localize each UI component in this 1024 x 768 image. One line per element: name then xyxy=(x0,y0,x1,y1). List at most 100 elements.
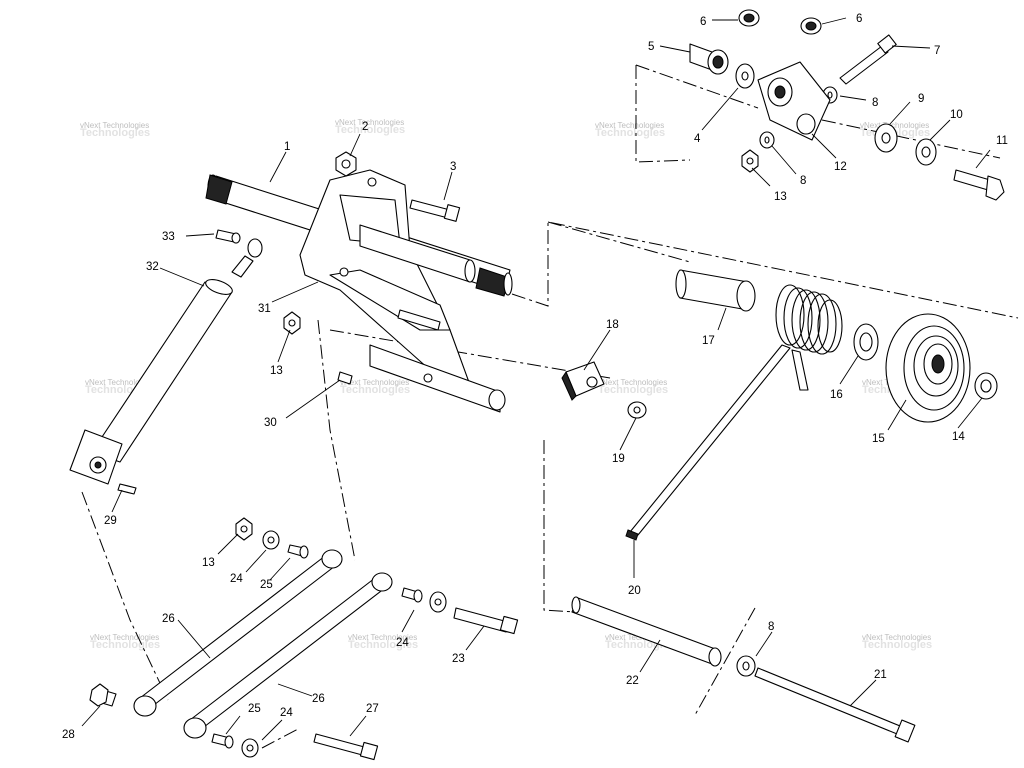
callout-14: 14 xyxy=(952,431,965,443)
part-pin-29 xyxy=(117,483,137,495)
part-link-26-upper xyxy=(133,549,343,717)
part-nut-2 xyxy=(335,151,357,177)
svg-text:Technologies: Technologies xyxy=(80,127,150,139)
svg-text:Technologies: Technologies xyxy=(862,639,932,651)
part-washer-9 xyxy=(874,123,898,153)
callout-18: 18 xyxy=(606,319,619,331)
part-grease-fitting-30 xyxy=(337,371,353,385)
part-washer-24-upper xyxy=(262,530,280,550)
callout-19: 19 xyxy=(612,453,625,465)
part-bushing-25-lower xyxy=(211,733,234,749)
leader-lines xyxy=(81,17,991,741)
guide-top-right xyxy=(821,119,1001,159)
svg-text:vNext Technologies: vNext Technologies xyxy=(348,633,417,642)
callout-13-left: 13 xyxy=(270,365,283,377)
part-bolt-3 xyxy=(409,199,461,222)
callout-24-lower: 24 xyxy=(280,707,293,719)
callout-31: 31 xyxy=(258,303,271,315)
svg-text:vNext Technologies: vNext Technologies xyxy=(80,121,149,130)
svg-text:vNext Technologies: vNext Technologies xyxy=(862,633,931,642)
svg-text:Technologies: Technologies xyxy=(335,124,405,136)
part-rod-21 xyxy=(754,667,916,743)
part-wheel-15 xyxy=(885,313,971,423)
svg-text:vNext Technologies: vNext Technologies xyxy=(85,378,154,387)
callout-1: 1 xyxy=(284,141,290,153)
svg-text:Technologies: Technologies xyxy=(90,639,160,651)
callout-32: 32 xyxy=(146,261,159,273)
callout-2: 2 xyxy=(362,121,368,133)
guide-top-right xyxy=(635,64,759,109)
svg-text:vNext Technologies: vNext Technologies xyxy=(340,378,409,387)
part-bushing-25-upper xyxy=(287,544,309,559)
part-bushing-14 xyxy=(974,372,998,400)
guide-spring xyxy=(547,221,691,263)
callout-6-right: 6 xyxy=(856,13,862,25)
callout-11: 11 xyxy=(996,135,1008,147)
callout-27: 27 xyxy=(366,703,379,715)
callout-24-mid: 24 xyxy=(396,637,409,649)
callout-9: 9 xyxy=(918,93,924,105)
part-washer-8-mid xyxy=(759,131,775,149)
svg-text:Technologies: Technologies xyxy=(595,127,665,139)
part-bolt-27 xyxy=(313,733,379,761)
callout-17: 17 xyxy=(702,335,715,347)
part-nut-13-lower xyxy=(235,517,253,541)
callout-25-upper: 25 xyxy=(260,579,273,591)
callout-6-left: 6 xyxy=(700,16,706,28)
guide-lower xyxy=(261,727,301,749)
part-washer-24-mid xyxy=(429,591,447,613)
part-bushing-6-left xyxy=(738,9,760,27)
callout-29: 29 xyxy=(104,515,117,527)
part-bushing-5 xyxy=(689,43,729,75)
part-bushing-25-mid xyxy=(401,587,423,603)
part-bolt-23 xyxy=(453,607,519,635)
callout-7: 7 xyxy=(934,45,940,57)
guide-lower xyxy=(81,491,169,701)
guide-lower xyxy=(329,329,611,379)
callout-33: 33 xyxy=(162,231,175,243)
part-link-26-lower xyxy=(183,572,393,739)
guide-lower xyxy=(317,319,356,561)
watermark: Technologies vNext Technologies xyxy=(348,633,418,651)
part-washer-4 xyxy=(735,63,755,89)
part-fitting-28 xyxy=(89,683,117,707)
svg-text:Technologies: Technologies xyxy=(348,639,418,651)
watermark: Technologies vNext Technologies xyxy=(80,121,150,139)
callout-21: 21 xyxy=(874,669,887,681)
part-washer-10 xyxy=(915,138,937,166)
svg-text:vNext Technologies: vNext Technologies xyxy=(860,121,929,130)
watermark: Technologies vNext Technologies xyxy=(862,633,932,651)
callout-labels: 1 2 3 4 5 6 6 7 8 8 8 9 10 11 12 13 13 1… xyxy=(62,13,1008,741)
callout-8-top: 8 xyxy=(872,97,878,109)
part-washer-8-lower xyxy=(736,655,756,677)
svg-text:vNext Technologies: vNext Technologies xyxy=(595,121,664,130)
callout-24-upper: 24 xyxy=(230,573,243,585)
callout-5: 5 xyxy=(648,41,654,53)
callout-28: 28 xyxy=(62,729,75,741)
callout-3: 3 xyxy=(450,161,456,173)
svg-text:Technologies: Technologies xyxy=(340,384,410,396)
part-nut-13-left xyxy=(283,311,301,335)
part-washer-24-lower xyxy=(241,738,259,758)
callout-8-lower: 8 xyxy=(768,621,774,633)
part-washer-16 xyxy=(853,323,879,361)
part-bolt-7 xyxy=(839,34,897,85)
svg-text:vNext Technologies: vNext Technologies xyxy=(598,378,667,387)
callout-4: 4 xyxy=(694,133,701,145)
callout-12: 12 xyxy=(834,161,847,173)
callout-10: 10 xyxy=(950,109,963,121)
svg-text:vNext Technologies: vNext Technologies xyxy=(90,633,159,642)
watermark: Technologies vNext Technologies xyxy=(335,118,405,136)
callout-20: 20 xyxy=(628,585,641,597)
watermark: Technologies vNext Technologies xyxy=(595,121,665,139)
guide-top-right xyxy=(635,65,691,163)
part-spring-20 xyxy=(625,284,843,541)
callout-30: 30 xyxy=(264,417,277,429)
svg-text:Technologies: Technologies xyxy=(598,384,668,396)
callout-13-top: 13 xyxy=(774,191,787,203)
callout-26-upper: 26 xyxy=(162,613,175,625)
callout-16: 16 xyxy=(830,389,843,401)
part-washer-19 xyxy=(627,401,647,419)
svg-text:vNext Technologies: vNext Technologies xyxy=(335,118,404,127)
